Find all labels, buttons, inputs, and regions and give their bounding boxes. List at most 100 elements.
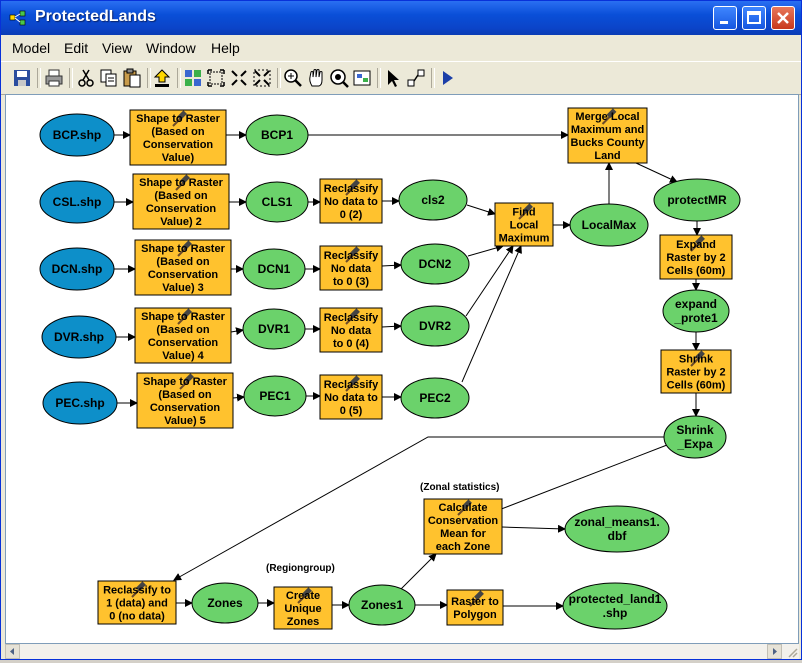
node-label: CSL.shp	[53, 195, 102, 209]
scroll-right-button[interactable]	[767, 644, 782, 659]
data-dvr2[interactable]: DVR2	[400, 305, 470, 347]
data-zonesout[interactable]: Zones	[191, 582, 259, 624]
zoom-out-fixed-icon[interactable]	[251, 67, 273, 89]
node-label: DVR1	[258, 322, 290, 336]
hammer-icon	[177, 240, 192, 257]
connector-dvr2-to-findmax[interactable]	[465, 245, 514, 317]
connector-s2r5-to-pec1[interactable]	[232, 393, 245, 402]
data-pec1[interactable]: PEC1	[243, 375, 307, 417]
pan-icon[interactable]	[305, 67, 327, 89]
connector-rc3-to-dcn2[interactable]	[381, 261, 402, 270]
data-localmax[interactable]: LocalMax	[569, 203, 649, 247]
connector-shrinkexpa-to-reclass1[interactable]	[173, 436, 664, 581]
connector-dcn2-to-findmax[interactable]	[467, 244, 504, 257]
data-dcn[interactable]: DCN.shp	[39, 247, 115, 291]
connector-zones1-to-zonal[interactable]	[400, 553, 437, 590]
data-shrinkexpa[interactable]: Shrink_Expa	[663, 415, 727, 459]
connect-icon[interactable]	[405, 67, 427, 89]
auto-layout-icon[interactable]	[182, 67, 204, 89]
node-label: Shrink	[679, 353, 714, 365]
zoom-full-icon[interactable]	[328, 67, 350, 89]
tool-s2r5[interactable]: Shape to Raster(Based onConservationValu…	[136, 372, 234, 429]
data-pec2[interactable]: PEC2	[400, 377, 470, 419]
tool-s2r3[interactable]: Shape to Raster(Based onConservationValu…	[134, 239, 232, 296]
data-bcp[interactable]: BCP.shp	[39, 113, 115, 157]
data-bcp1[interactable]: BCP1	[245, 114, 309, 156]
horizontal-scrollbar[interactable]	[5, 644, 799, 659]
data-dvr1[interactable]: DVR1	[242, 308, 306, 350]
zoom-in-fixed-icon[interactable]	[228, 67, 250, 89]
scroll-left-button[interactable]	[5, 644, 20, 659]
maximize-button[interactable]	[742, 6, 766, 30]
menu-model[interactable]: Model	[12, 40, 51, 56]
menu-edit[interactable]: Edit	[64, 40, 89, 56]
zoom-in-icon[interactable]	[282, 67, 304, 89]
tool-s2r4[interactable]: Shape to Raster(Based onConservationValu…	[134, 307, 232, 364]
menu-help[interactable]: Help	[211, 40, 240, 56]
node-label: Merge Local	[575, 111, 639, 123]
tool-s2r2[interactable]: Shape to Raster(Based onConservationValu…	[132, 173, 230, 230]
data-dvr[interactable]: DVR.shp	[41, 315, 117, 359]
copy-icon[interactable]	[98, 67, 120, 89]
node-label: PEC.shp	[55, 396, 104, 410]
minimize-button[interactable]	[713, 6, 737, 30]
title-bar[interactable]: ProtectedLands	[1, 1, 801, 35]
node-label: DVR.shp	[54, 330, 104, 344]
window-title: ProtectedLands	[35, 8, 156, 25]
connector-zonal-to-zonalmeans[interactable]	[501, 524, 566, 533]
node-label: Reclassify to	[103, 584, 171, 596]
tool-s2r1[interactable]: Shape to Raster(Based onConservationValu…	[129, 109, 227, 166]
full-extent-icon[interactable]	[205, 67, 227, 89]
data-dcn2[interactable]: DCN2	[400, 243, 470, 285]
data-zones1[interactable]: Zones1	[348, 584, 416, 626]
select-icon[interactable]	[382, 67, 404, 89]
data-expandproto[interactable]: expand_prote1	[662, 289, 730, 333]
run-icon[interactable]	[436, 67, 458, 89]
arrow-left-icon	[10, 648, 14, 655]
connectors	[114, 131, 701, 610]
connector-s2r4-to-dvr1[interactable]	[230, 327, 244, 336]
add-data-icon[interactable]	[151, 67, 173, 89]
toolbar-separator	[377, 68, 381, 88]
save-icon[interactable]	[11, 67, 33, 89]
node-label: zonal_means1.	[574, 515, 659, 529]
node-label: Bucks County	[571, 137, 646, 149]
resize-grip-icon[interactable]	[784, 644, 799, 659]
data-cls2[interactable]: cls2	[398, 179, 468, 221]
node-label: Mean for	[440, 528, 487, 540]
connector-cls2-to-findmax[interactable]	[466, 204, 496, 216]
connector-rc4-to-dvr2[interactable]	[381, 322, 402, 331]
print-icon[interactable]	[43, 67, 65, 89]
overview-icon[interactable]	[351, 67, 373, 89]
menu-view[interactable]: View	[102, 40, 133, 56]
paste-icon[interactable]	[121, 67, 143, 89]
data-csl[interactable]: CSL.shp	[39, 180, 115, 224]
node-label: 1 (data) and	[106, 597, 168, 609]
data-protectedland[interactable]: protected_land1.shp	[562, 582, 668, 630]
menu-window[interactable]: Window	[146, 40, 196, 56]
data-zonalmeans[interactable]: zonal_means1.dbf	[564, 505, 670, 553]
close-button[interactable]	[771, 6, 795, 30]
data-cls1[interactable]: CLS1	[245, 181, 309, 223]
connector-shrinkexpa-to-zonal[interactable]	[490, 444, 668, 515]
data-dcn1[interactable]: DCN1	[242, 248, 306, 290]
connector-merge-to-protectmr[interactable]	[635, 162, 678, 183]
data-protectmr[interactable]: protectMR	[653, 178, 741, 222]
cut-icon[interactable]	[75, 67, 97, 89]
hammer-icon	[518, 203, 533, 220]
connector-pec2-to-findmax[interactable]	[461, 245, 522, 383]
data-pec[interactable]: PEC.shp	[42, 381, 118, 425]
